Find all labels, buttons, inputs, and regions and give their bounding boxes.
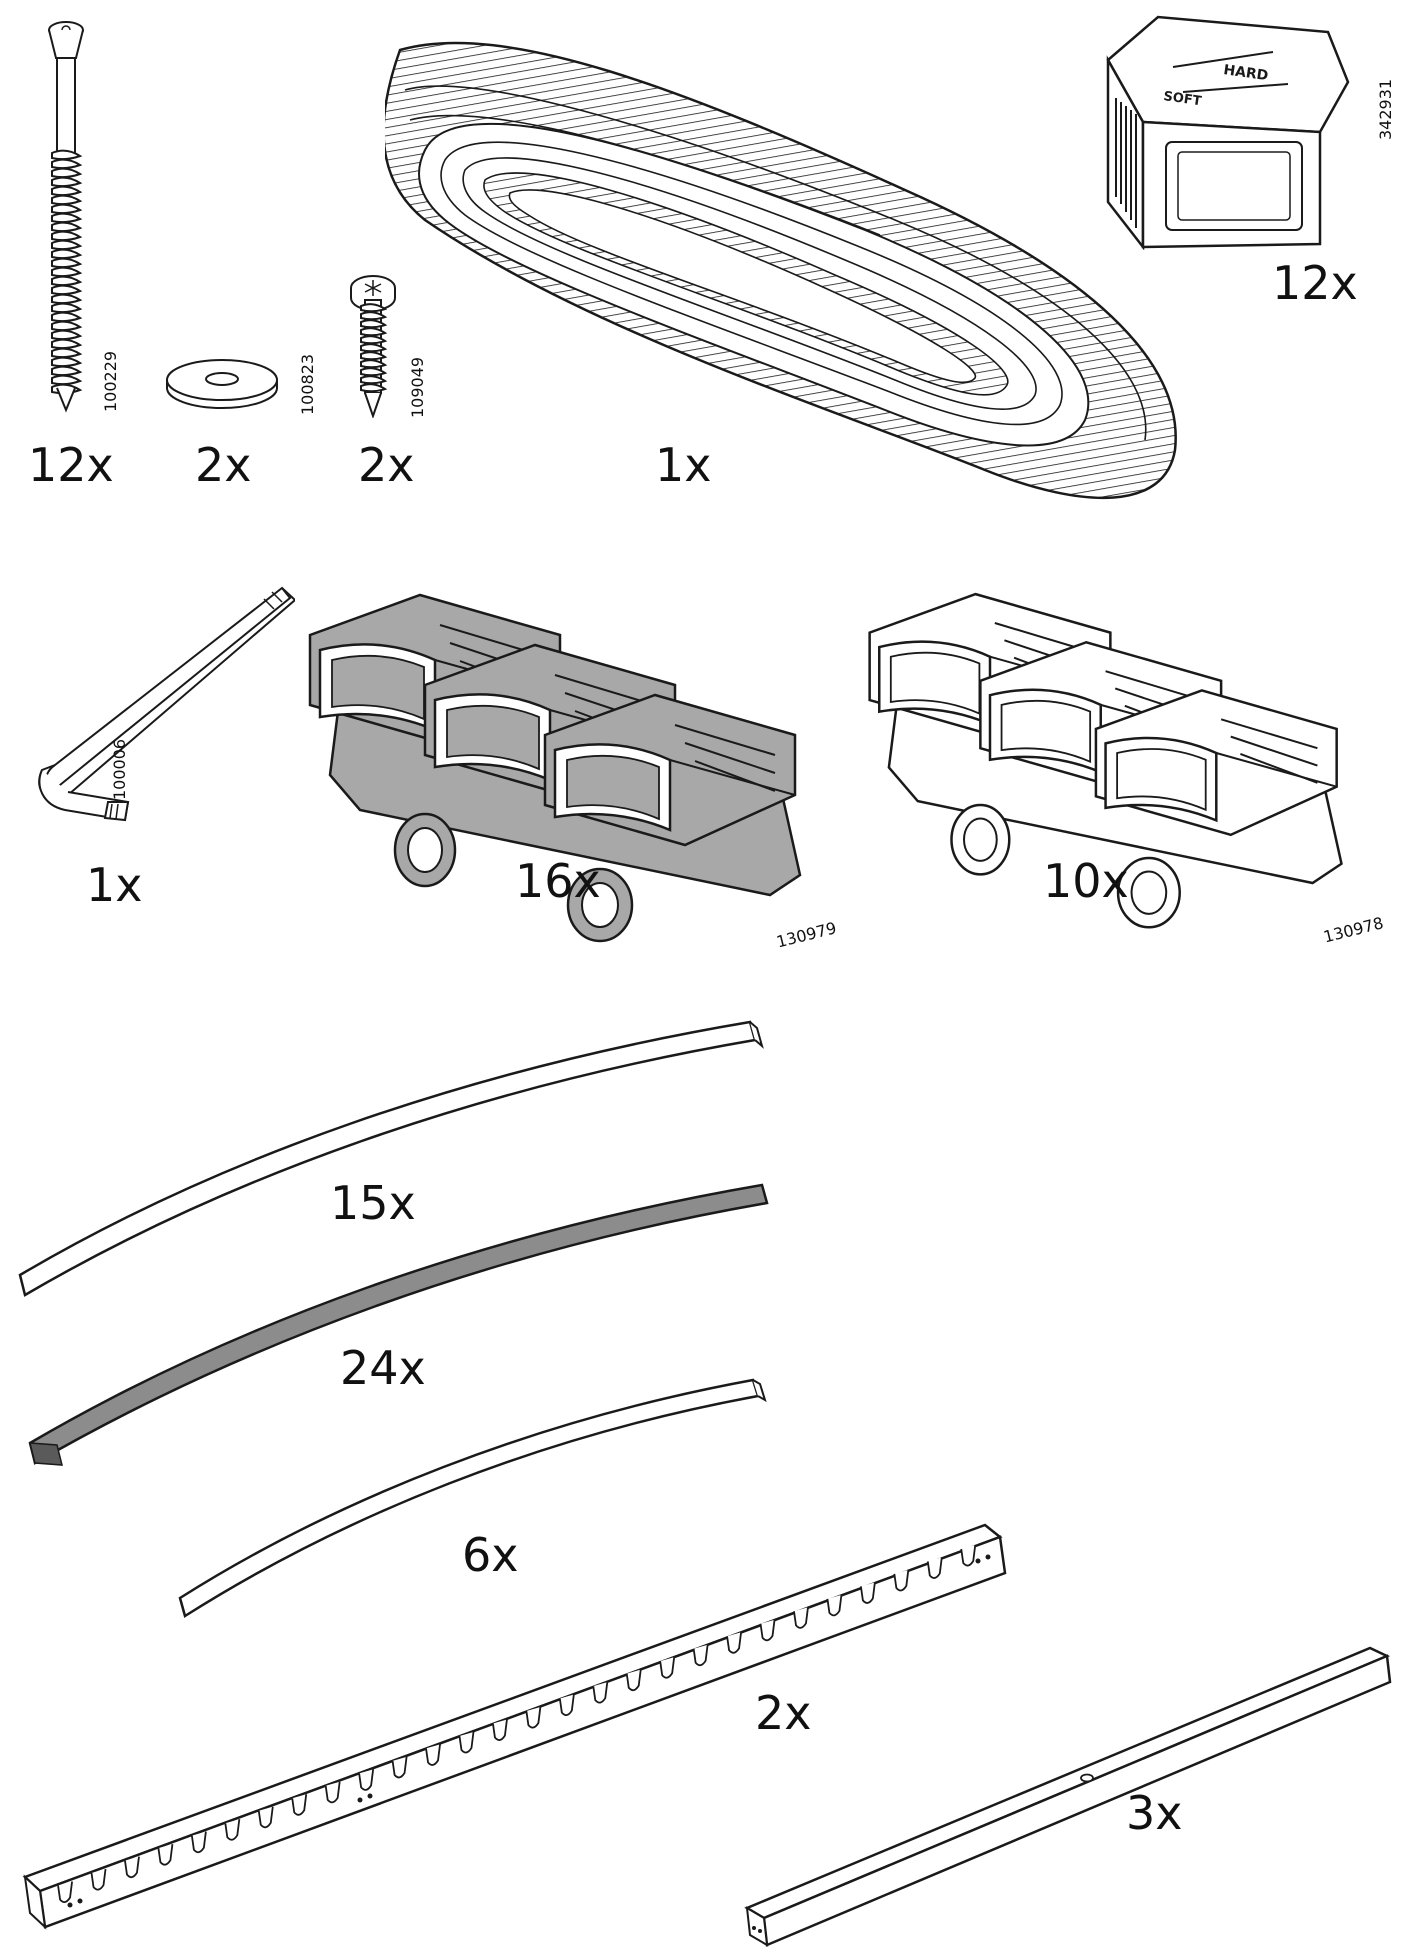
quantity-end-cap: 12x [1272, 256, 1358, 310]
quantity-short-screw: 2x [358, 438, 415, 492]
long-screw-icon [38, 18, 94, 413]
quantity-rail: 2x [755, 1686, 812, 1740]
strap-icon [385, 30, 1205, 520]
quantity-washer: 2x [195, 438, 252, 492]
cap-label-soft: SOFT [1162, 89, 1202, 109]
part-number-100006: 100006 [110, 738, 129, 800]
cap-label-hard: HARD [1222, 62, 1269, 84]
slat-short-icon [175, 1370, 775, 1630]
washer-icon [162, 355, 282, 415]
quantity-slat-short: 6x [462, 1528, 519, 1582]
rail-icon [20, 1515, 1010, 1945]
part-number-100823: 100823 [298, 353, 317, 415]
slat-holder-white-icon [860, 568, 1380, 938]
quantity-allen-key: 1x [86, 858, 143, 912]
part-number-342931: 342931 [1376, 78, 1395, 140]
quantity-slat-long: 15x [330, 1176, 416, 1230]
quantity-long-screw: 12x [28, 438, 114, 492]
quantity-bar: 3x [1126, 1786, 1183, 1840]
quantity-slat-holder-grey: 16x [515, 854, 601, 908]
short-screw-icon [348, 268, 398, 418]
slat-dark-icon [22, 1175, 782, 1475]
allen-key-icon [20, 580, 295, 830]
quantity-slat-holder-white: 10x [1043, 854, 1129, 908]
end-cap-icon: HARD SOFT [1098, 12, 1360, 250]
part-number-100229: 100229 [101, 350, 120, 412]
bar-icon [742, 1640, 1402, 1950]
quantity-slat-dark: 24x [340, 1341, 426, 1395]
quantity-strap: 1x [655, 438, 712, 492]
slat-holder-grey-icon [300, 575, 840, 945]
slat-long-icon [15, 1010, 775, 1310]
